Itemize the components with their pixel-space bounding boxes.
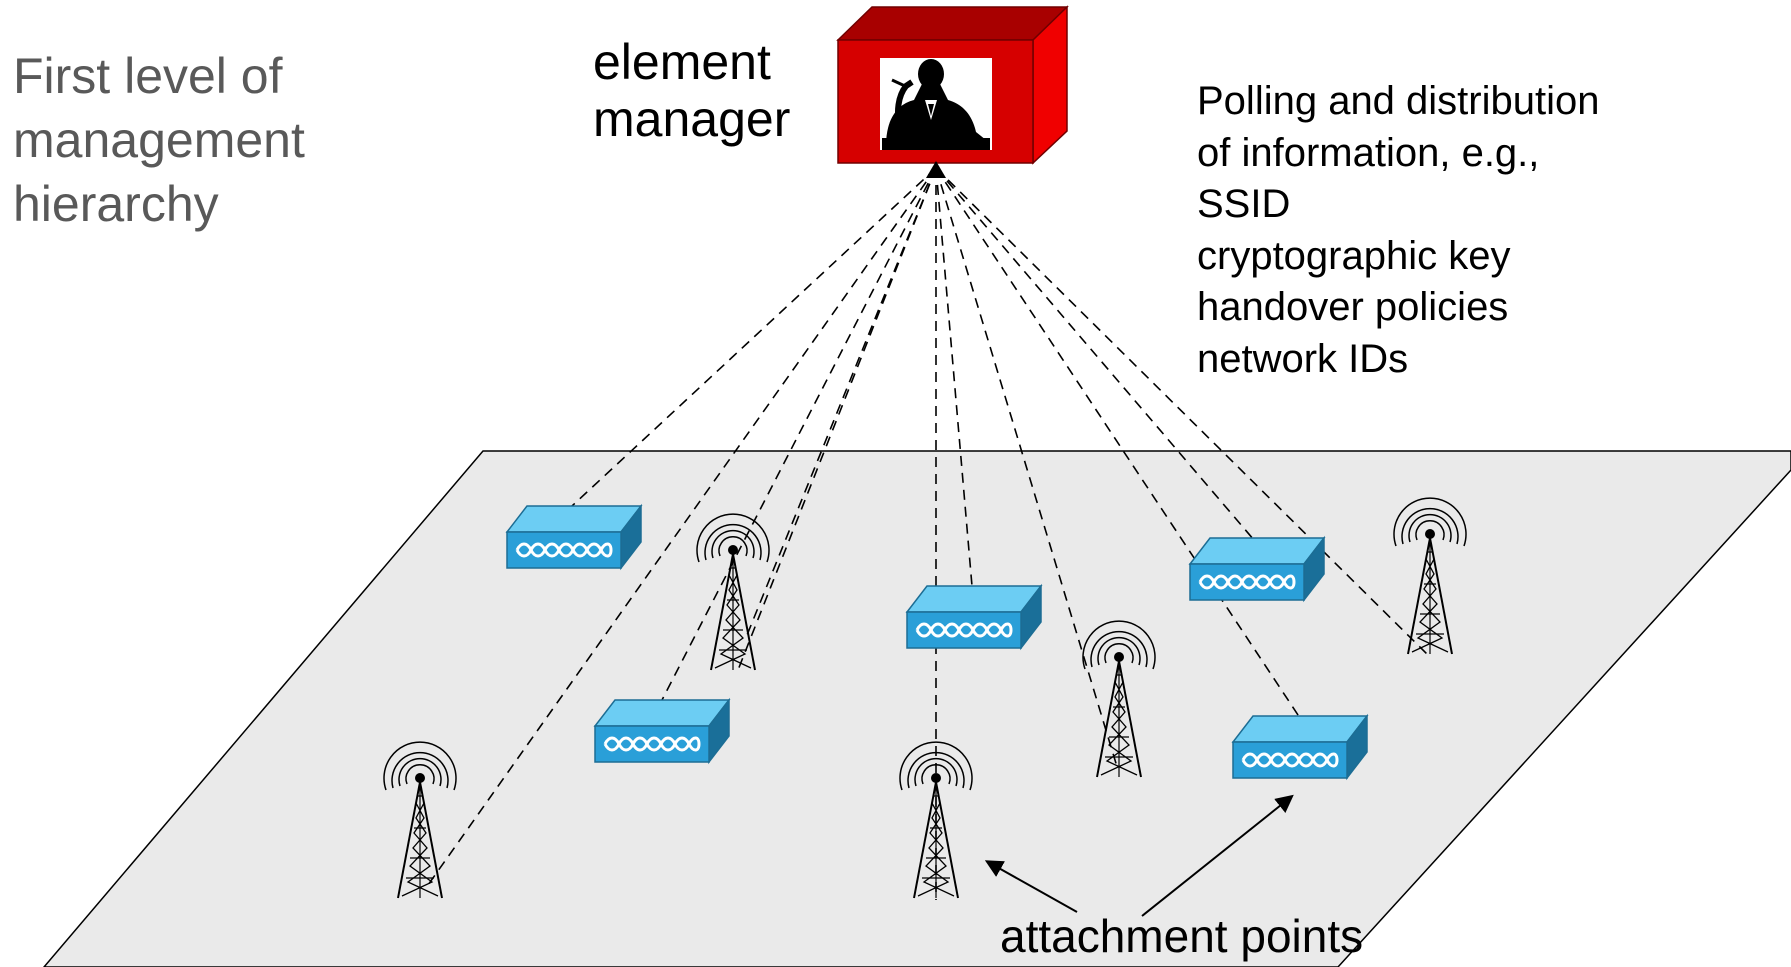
info-line: cryptographic key: [1197, 233, 1511, 278]
polling-info-text: Polling and distribution of information,…: [1197, 76, 1599, 385]
access-point-5: [1231, 714, 1369, 780]
manager-arrowhead: [926, 161, 946, 178]
network-plane: [43, 450, 1791, 967]
manager-person-icon: [880, 58, 992, 150]
info-line: SSID: [1197, 182, 1291, 226]
manager-label-line: element: [593, 34, 771, 90]
info-line: of information, e.g.,: [1197, 130, 1540, 175]
access-point-4: [1188, 536, 1326, 602]
title-line: management: [13, 112, 305, 168]
attachment-points-label: attachment points: [1000, 910, 1364, 962]
info-line: network IDs: [1197, 336, 1409, 381]
element-manager-label: element manager: [593, 34, 790, 148]
access-point-1: [505, 504, 643, 570]
attachment-arrows: [984, 794, 1294, 917]
manager-label-line: manager: [593, 91, 791, 147]
title-line: hierarchy: [13, 176, 219, 232]
access-point-3: [905, 584, 1043, 650]
info-line: Polling and distribution: [1197, 79, 1600, 123]
info-line: handover policies: [1197, 285, 1509, 329]
access-point-2: [593, 698, 731, 764]
management-level-title: First level of management hierarchy: [13, 44, 353, 236]
management-links: [427, 167, 1429, 900]
element-manager-box: [836, 5, 1069, 165]
title-line: First level of: [13, 48, 283, 104]
